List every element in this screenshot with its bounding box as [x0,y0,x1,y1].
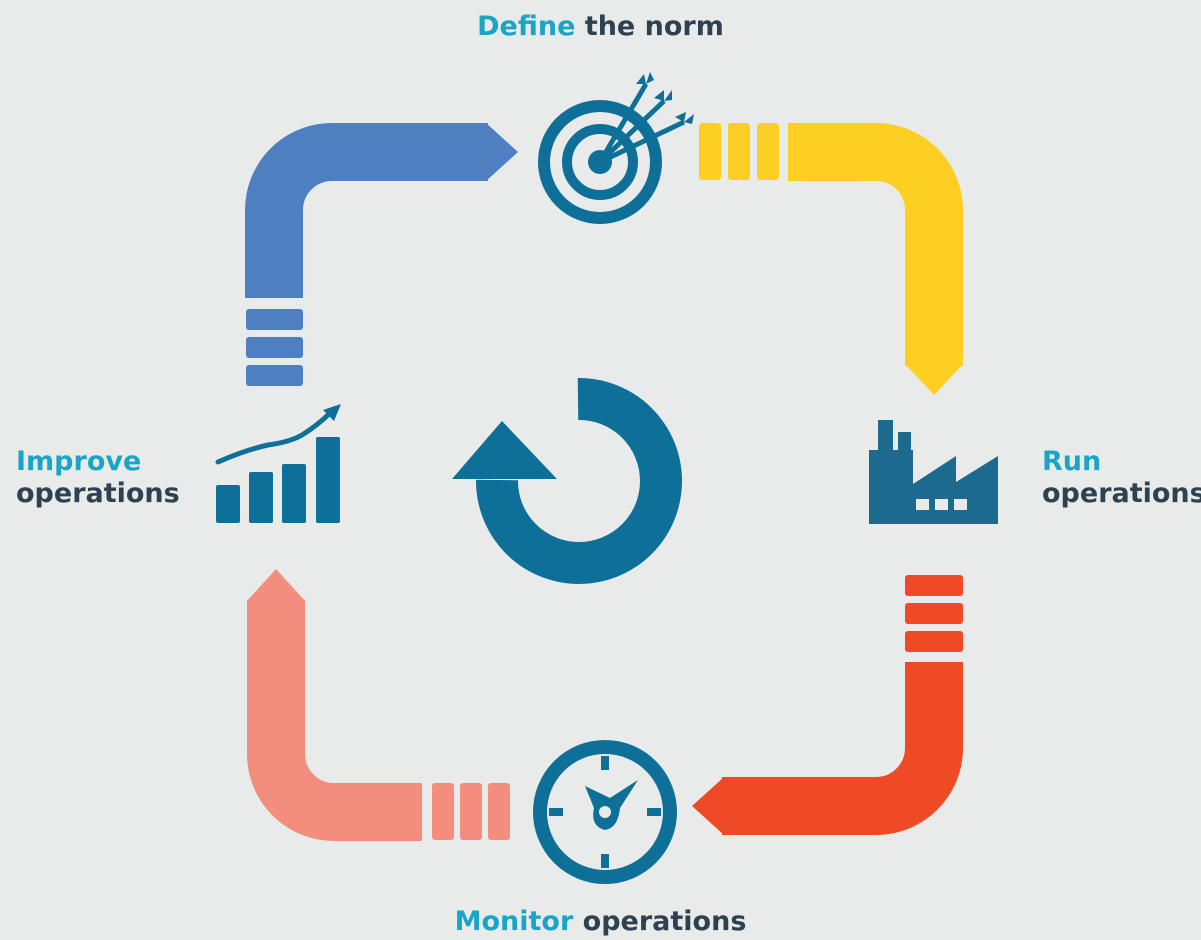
improve-to-define-arrow [245,123,518,386]
blue-dash [246,365,303,386]
run-label: Run operations [1042,446,1201,510]
monitor-label-accent: Monitor [454,906,574,937]
define-to-run-arrow [699,123,963,395]
target-with-arrows-icon [538,72,694,224]
factory-icon [869,420,998,524]
run-to-monitor-arrow [692,575,963,835]
monitor-to-improve-arrow [247,569,510,841]
clock-icon [533,740,677,884]
cycle-arrow-icon [452,377,682,584]
blue-dash [246,309,303,330]
yellow-arrow-body [788,123,963,366]
salmon-arrow-body [247,600,422,841]
red-arrow-head [692,777,724,835]
salmon-dash [460,783,482,840]
define-label-rest: the norm [575,11,724,42]
define-label-accent: Define [477,11,576,42]
red-arrow-body [722,662,963,835]
yellow-arrow-head [905,364,963,395]
define-label: Define the norm [0,11,1201,43]
red-dash [905,603,963,624]
salmon-dash [432,783,454,840]
run-label-accent: Run [1042,446,1102,477]
salmon-dash [488,783,510,840]
blue-arrow-head [486,123,518,181]
yellow-dash [699,123,721,180]
improve-label-accent: Improve [16,446,142,477]
monitor-label-rest: operations [573,906,747,937]
blue-arrow-body [245,123,488,298]
salmon-arrow-head [247,569,305,601]
yellow-dash [757,123,779,180]
red-dash [905,575,963,596]
yellow-dash [728,123,750,180]
red-dash [905,631,963,652]
improve-label: Improve operations [16,446,180,510]
monitor-label: Monitor operations [0,906,1201,938]
growth-chart-icon [215,404,341,523]
blue-dash [246,337,303,358]
improve-label-rest: operations [16,478,180,509]
run-label-rest: operations [1042,478,1201,509]
